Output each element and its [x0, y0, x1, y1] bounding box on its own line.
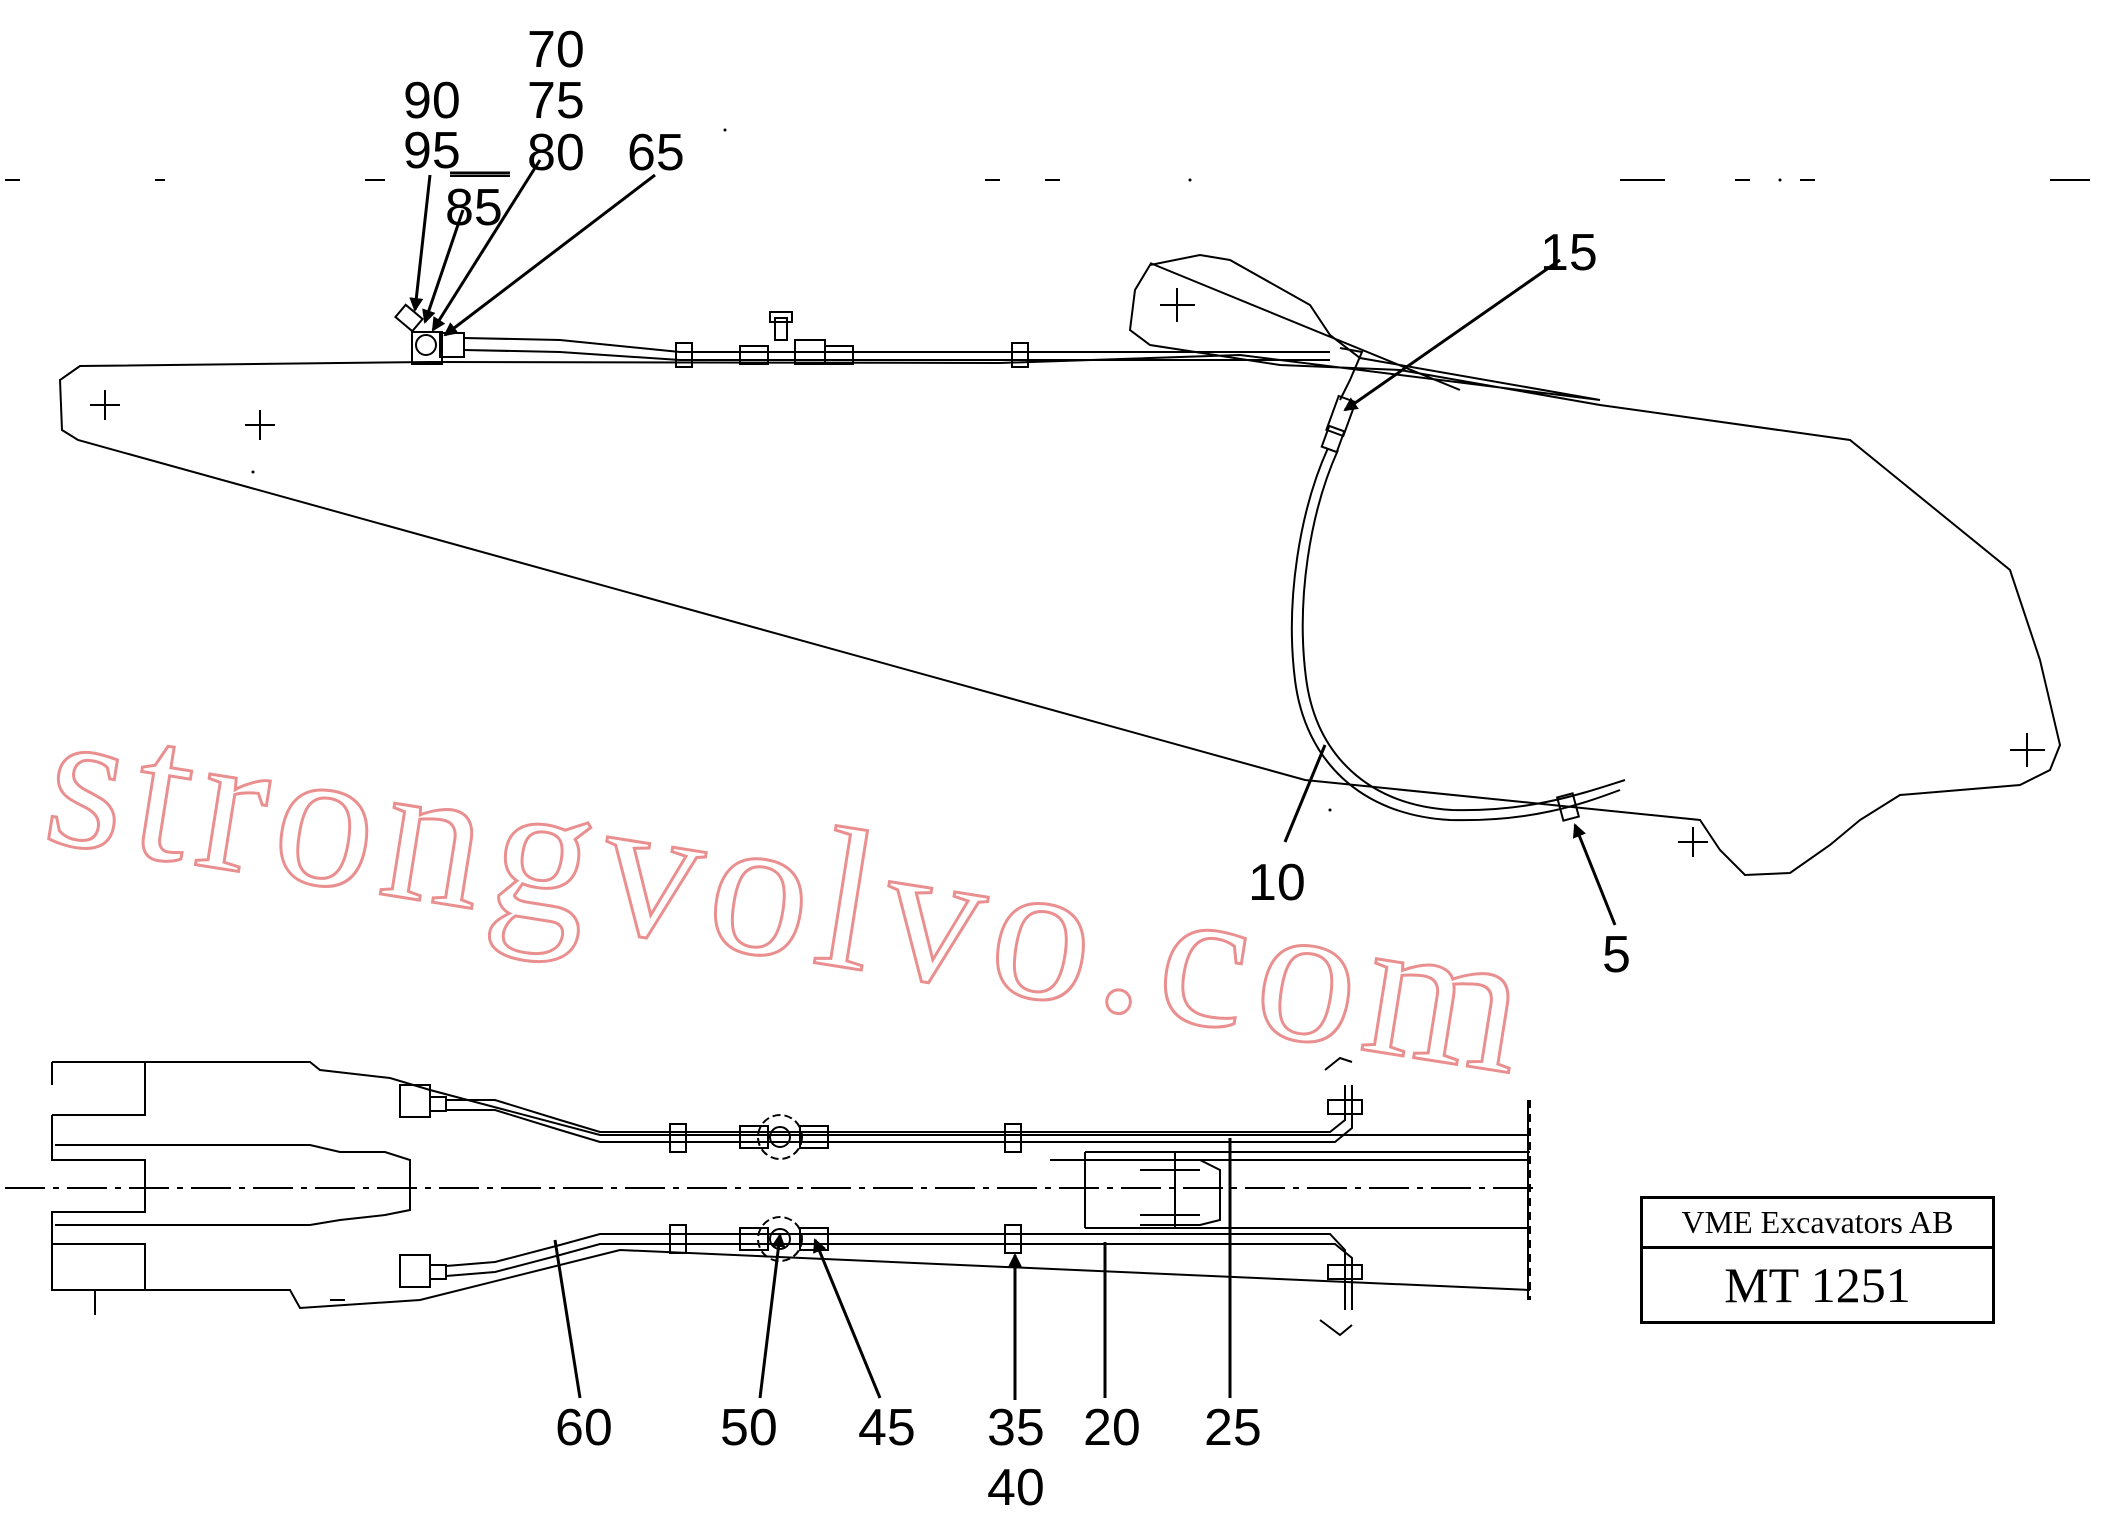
callout-10: 10 — [1248, 854, 1306, 912]
top-view-lower-line — [399, 1216, 1363, 1337]
callout-65: 65 — [627, 124, 685, 182]
callout-45: 45 — [858, 1399, 916, 1457]
dipper-arm-top-view — [5, 1061, 1535, 1315]
top-view-upper-line — [399, 1056, 1363, 1160]
callout-85: 85 — [445, 179, 503, 237]
callout-40: 40 — [987, 1459, 1045, 1517]
callout-5: 5 — [1602, 926, 1631, 984]
callout-70: 70 — [527, 21, 585, 79]
company-name: VME Excavators AB — [1643, 1199, 1992, 1249]
leader-lines — [409, 159, 1617, 1400]
callout-80: 80 — [527, 124, 585, 182]
callout-95: 95 — [403, 122, 461, 180]
title-block: VME Excavators AB MT 1251 — [1640, 1196, 1995, 1324]
drawing-specks — [251, 128, 1782, 812]
callout-60: 60 — [555, 1399, 613, 1457]
upper-hydraulic-line — [394, 303, 1626, 822]
callout-90: 90 — [403, 72, 461, 130]
callout-20: 20 — [1083, 1399, 1141, 1457]
callout-50: 50 — [720, 1399, 778, 1457]
reference-dash-line — [5, 175, 2090, 181]
drawing-number: MT 1251 — [1724, 1257, 1911, 1313]
callout-25: 25 — [1204, 1399, 1262, 1457]
callout-35: 35 — [987, 1399, 1045, 1457]
pivot-marks — [90, 288, 2045, 857]
callout-15: 15 — [1540, 224, 1598, 282]
callout-75: 75 — [527, 72, 585, 130]
callout-labels: 70 75 80 90 95 85 65 15 10 5 60 50 45 35… — [403, 21, 1631, 1517]
dipper-arm-side-view — [58, 253, 2062, 877]
